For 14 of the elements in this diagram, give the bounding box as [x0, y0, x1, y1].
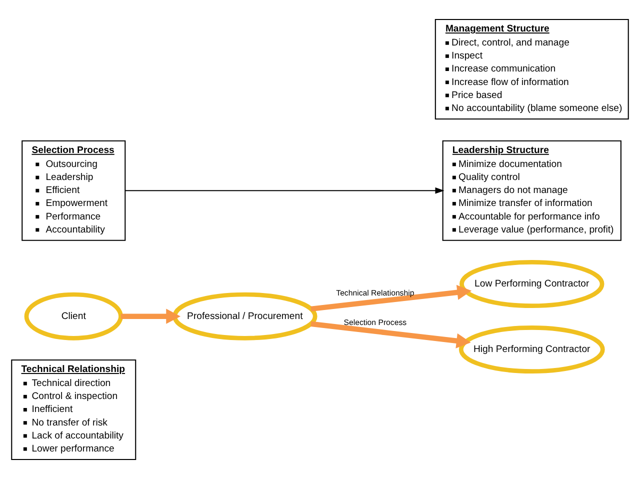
- arrow: [120, 308, 180, 324]
- arrow: [125, 187, 444, 194]
- node-box: Management Structure Direct, control, and manage Inspect Increase communication Increase flow of information Price based No accountability (blame someone else): [434, 18, 629, 120]
- arrow: [310, 284, 472, 312]
- node-box: Technical Relationship Technical direction Control & inspection Inefficient No transfer of risk Lack of accountability Lower performance: [11, 359, 136, 460]
- node-ellipse: High Performing Contractor: [458, 326, 605, 374]
- edge-label: Selection Process: [344, 318, 407, 328]
- node-box: Leadership Structure Minimize documentation Quality control Managers do not manage Minimize transfer of information Accountable for performance info Leverage value (performance, profit): [442, 140, 622, 241]
- node-box: Selection Process Outsourcing Leadership Efficient Empowerment Performance Accountability: [22, 140, 126, 241]
- node-ellipse: Professional / Procurement: [172, 292, 318, 340]
- node-ellipse: Client: [24, 292, 123, 340]
- node-ellipse: Low Performing Contractor: [460, 260, 604, 308]
- edge-label: Technical Relationship: [336, 288, 414, 298]
- arrow: [310, 321, 471, 348]
